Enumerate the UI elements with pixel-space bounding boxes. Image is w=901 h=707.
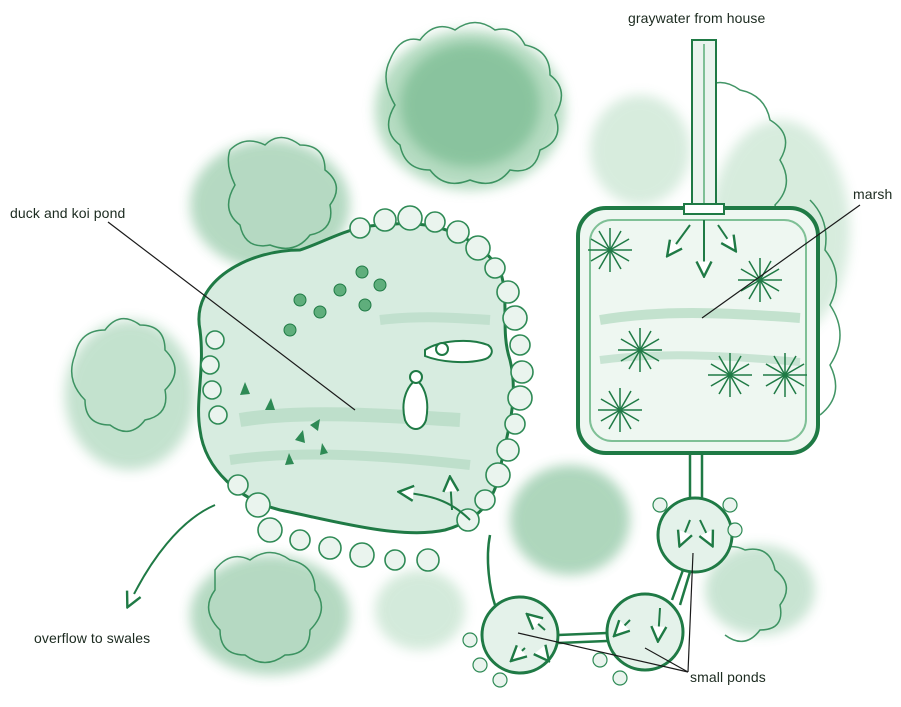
marsh [578,208,818,453]
label-overflow-to-swales: overflow to swales [34,630,150,646]
label-marsh: marsh [853,186,892,202]
label-graywater: graywater from house [628,10,765,26]
label-small-ponds: small ponds [690,669,766,685]
label-duck-and-koi-pond: duck and koi pond [10,205,125,221]
